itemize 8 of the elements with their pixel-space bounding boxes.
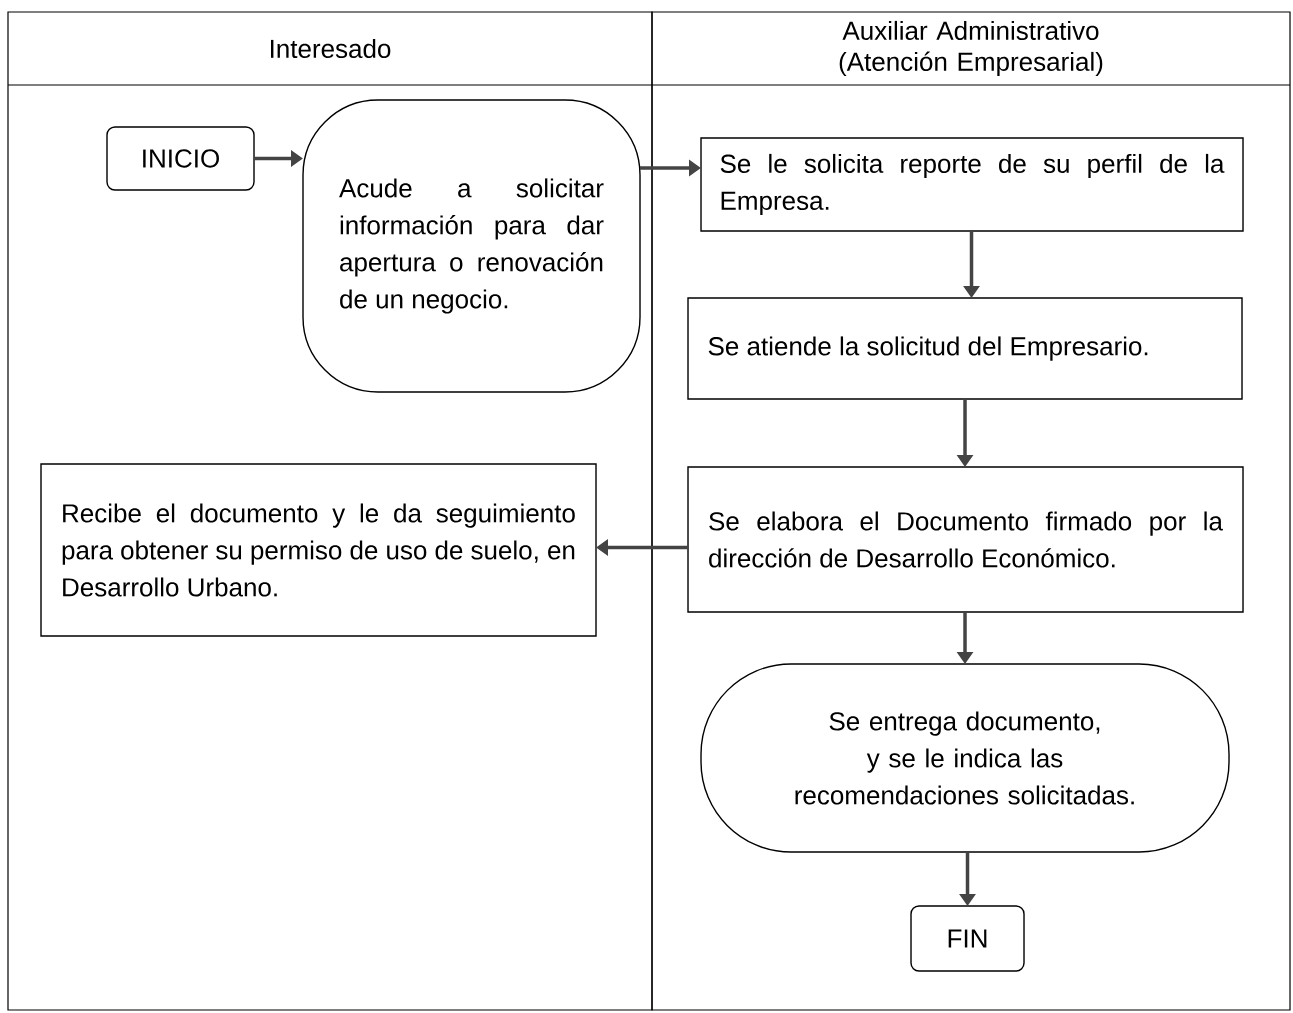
- process-box: Se elabora el Documento firmado por la dirección de Desarrollo Económico.: [687, 466, 1244, 613]
- process-box: Se atiende la solicitud del Empresario.: [687, 297, 1243, 400]
- terminal-box: Se entrega documento, y se le indica las recomendaciones solicitadas.: [700, 663, 1230, 853]
- process-box: Se le solicita reporte de su perfil de la Empresa.: [700, 137, 1244, 232]
- start-terminal: INICIO: [106, 126, 255, 191]
- process-box: Acude a solicitar información para dar apertura o renovación de un negocio.: [302, 99, 641, 393]
- process-box: Recibe el documento y le da seguimiento para obtener su permiso de uso de suelo, en Desarrollo Urbano.: [40, 463, 597, 637]
- end-terminal: FIN: [910, 905, 1025, 972]
